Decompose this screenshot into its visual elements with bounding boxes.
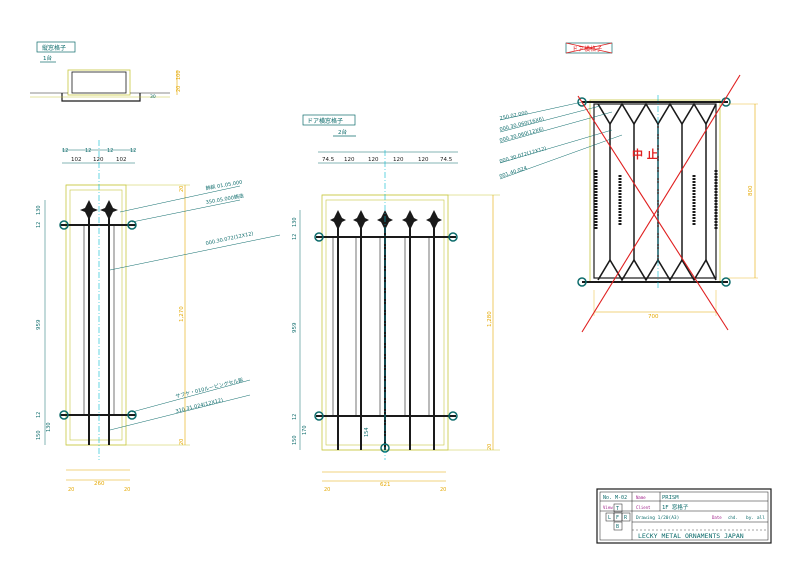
svg-text:130: 130: [292, 217, 298, 227]
svg-text:120: 120: [393, 157, 404, 163]
left-finial: [80, 200, 98, 220]
svg-text:R: R: [624, 515, 628, 521]
company-name: LECKY METAL ORNAMENTS JAPAN: [638, 532, 744, 540]
svg-text:View: View: [603, 505, 613, 510]
svg-text:20: 20: [176, 86, 182, 92]
right-anchor: [577, 277, 587, 287]
svg-text:1,270: 1,270: [179, 306, 185, 322]
svg-text:20: 20: [440, 487, 446, 493]
left-anchor: [59, 220, 69, 230]
mid-anchor: [448, 411, 458, 421]
drawing-number: No. M-02: [603, 495, 627, 501]
svg-text:74.5: 74.5: [440, 157, 453, 163]
svg-text:102: 102: [116, 157, 127, 163]
svg-text:150: 150: [292, 435, 298, 445]
svg-text:12: 12: [36, 222, 42, 228]
svg-text:102: 102: [71, 157, 82, 163]
mid-anchor: [314, 232, 324, 242]
svg-text:120: 120: [93, 157, 104, 163]
svg-text:959: 959: [292, 322, 298, 333]
mid-finials: [330, 210, 442, 230]
left-window-grille-view: 縦窓格子 1台 100 20 30 12 12 12 12 102 120 10…: [30, 41, 281, 493]
left-anchor: [127, 220, 137, 230]
left-view-title: 縦窓格子: [42, 44, 66, 52]
cancel-cross: [577, 95, 729, 331]
svg-text:130: 130: [46, 422, 52, 432]
svg-text:154: 154: [364, 427, 370, 437]
svg-text:120: 120: [418, 157, 429, 163]
mid-anchor: [314, 411, 324, 421]
svg-text:310.31.024(12X12): 310.31.024(12X12): [175, 397, 224, 415]
left-finial: [100, 200, 118, 220]
svg-text:130: 130: [36, 205, 42, 215]
svg-text:000.30.072(12X12): 000.30.072(12X12): [205, 231, 254, 247]
svg-text:F: F: [616, 515, 619, 521]
svg-text:飾鋲 01.05.000: 飾鋲 01.05.000: [205, 179, 243, 192]
client-name: 1F 窓格子: [662, 503, 689, 511]
svg-text:170: 170: [302, 425, 308, 435]
svg-text:250.02.000: 250.02.000: [499, 110, 528, 122]
svg-text:621: 621: [380, 482, 391, 488]
svg-text:20: 20: [324, 487, 330, 493]
cancelled-door-grille-view: ドア横格子: [499, 42, 758, 333]
svg-text:12: 12: [36, 412, 42, 418]
svg-text:000.30.072(12X12): 000.30.072(12X12): [499, 146, 547, 165]
svg-text:20: 20: [179, 439, 185, 445]
svg-text:Client: Client: [636, 505, 651, 510]
title-block: No. M-02 Name PRISM View Client 1F 窓格子 D…: [596, 488, 772, 544]
svg-text:Name: Name: [636, 495, 646, 500]
svg-text:B: B: [616, 524, 619, 530]
svg-text:700: 700: [648, 314, 659, 320]
svg-text:T: T: [616, 506, 619, 512]
svg-text:74.5: 74.5: [322, 157, 335, 163]
svg-text:30: 30: [150, 94, 156, 100]
right-anchor: [721, 277, 731, 287]
left-section-frame: [67, 69, 131, 96]
mid-view-qty: 2台: [338, 128, 347, 136]
svg-text:120: 120: [368, 157, 379, 163]
svg-text:L: L: [608, 515, 611, 521]
svg-text:20: 20: [68, 487, 74, 493]
scale-line: Drawing 1/20(A3): [636, 515, 679, 521]
svg-text:001.40.024: 001.40.024: [499, 165, 528, 180]
mid-view-title: ドア横窓格子: [307, 117, 343, 125]
svg-text:12: 12: [292, 414, 298, 420]
right-view-title: ドア横格子: [572, 45, 602, 53]
svg-text:12: 12: [62, 148, 68, 154]
svg-text:20: 20: [487, 444, 493, 450]
svg-text:12: 12: [107, 148, 113, 154]
svg-text:260: 260: [94, 481, 105, 487]
svg-text:by. all: by. all: [746, 515, 765, 521]
mid-anchor: [448, 232, 458, 242]
svg-text:12: 12: [130, 148, 136, 154]
left-anchor: [59, 410, 69, 420]
drawing-name: PRISM: [662, 495, 679, 501]
svg-text:150: 150: [36, 430, 42, 440]
right-anchor: [577, 97, 587, 107]
svg-text:959: 959: [36, 319, 42, 330]
svg-text:1,280: 1,280: [487, 311, 493, 327]
cancel-cross: [581, 74, 741, 333]
svg-text:100: 100: [176, 70, 182, 80]
svg-text:12: 12: [292, 234, 298, 240]
left-anchor: [127, 410, 137, 420]
svg-text:chd.: chd.: [728, 515, 738, 520]
svg-text:Date: Date: [712, 515, 722, 520]
svg-text:20: 20: [124, 487, 130, 493]
svg-text:120: 120: [344, 157, 355, 163]
cancel-label: 中 止: [632, 147, 658, 161]
svg-text:20: 20: [179, 186, 185, 192]
svg-text:800: 800: [748, 185, 754, 196]
svg-text:350.05.000鋳造: 350.05.000鋳造: [205, 192, 244, 206]
door-side-window-grille-view: ドア横窓格子 2台 74.5 120 120 120 120 74.5: [292, 114, 500, 493]
projection-symbol: [605, 503, 631, 531]
svg-text:12: 12: [85, 148, 91, 154]
left-view-qty: 1台: [43, 54, 52, 62]
